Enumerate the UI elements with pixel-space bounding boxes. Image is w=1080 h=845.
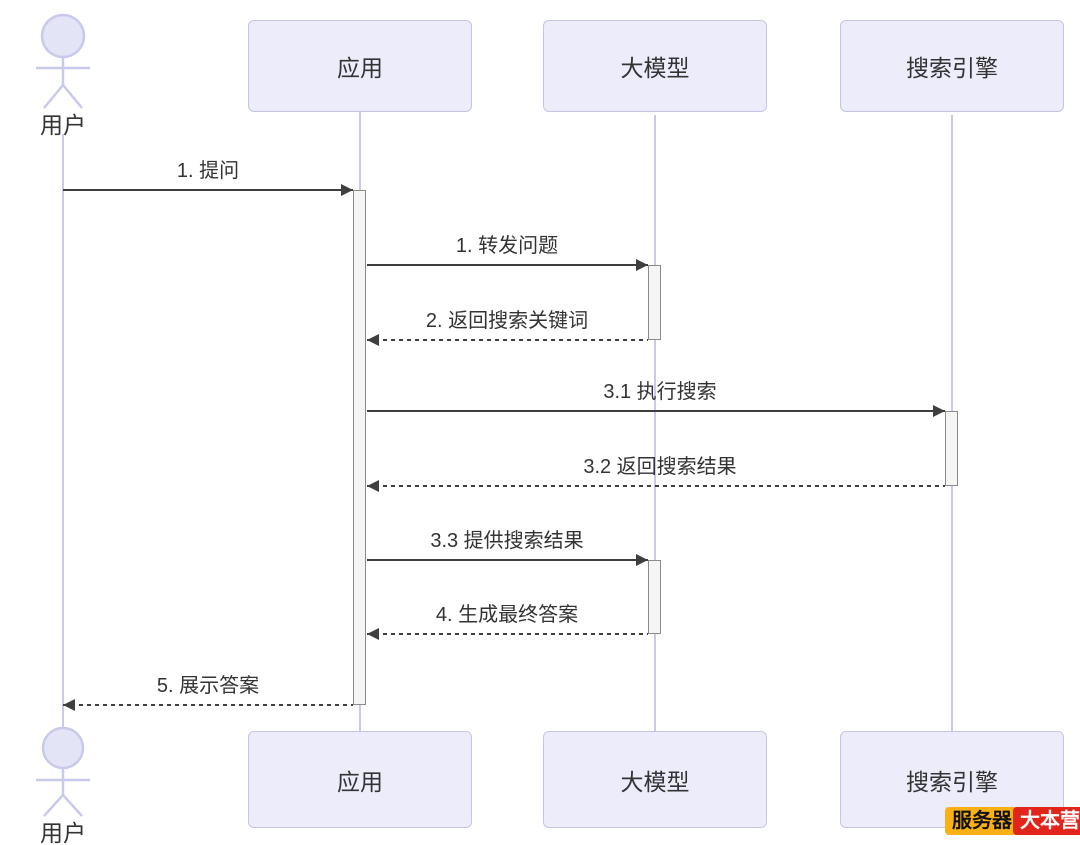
participant-search-label: 搜索引擎 bbox=[906, 55, 998, 81]
arrowhead-icon bbox=[341, 184, 353, 196]
arrowhead-icon bbox=[636, 259, 648, 271]
message-4-label: 3.1 执行搜索 bbox=[603, 381, 717, 403]
arrowhead-icon bbox=[367, 628, 379, 640]
lifeline-user bbox=[62, 134, 64, 728]
participant-search-label: 搜索引擎 bbox=[906, 768, 998, 795]
actor-user-label-bottom: 用户 bbox=[40, 820, 86, 845]
message-1-line bbox=[63, 189, 353, 191]
message-3-line bbox=[367, 339, 648, 341]
participant-app-bottom: 应用 bbox=[248, 731, 472, 828]
activation-search bbox=[945, 411, 958, 486]
message-6-label: 3.3 提供搜索结果 bbox=[430, 530, 584, 552]
message-2-label: 1. 转发问题 bbox=[455, 235, 559, 257]
participant-app-top: 应用 bbox=[248, 20, 472, 112]
arrowhead-icon bbox=[636, 554, 648, 566]
message-1-label: 1. 提问 bbox=[176, 160, 240, 182]
message-5-line bbox=[367, 485, 945, 487]
message-8-label: 5. 展示答案 bbox=[156, 675, 260, 697]
message-8-line bbox=[63, 704, 353, 706]
arrowhead-icon bbox=[63, 699, 75, 711]
message-6-line bbox=[367, 559, 648, 561]
activation-llm-2 bbox=[648, 560, 661, 634]
arrowhead-icon bbox=[933, 405, 945, 417]
participant-search-top: 搜索引擎 bbox=[840, 20, 1064, 112]
participant-llm-label: 大模型 bbox=[620, 55, 690, 81]
message-5-label: 3.2 返回搜索结果 bbox=[583, 456, 737, 478]
message-7-line bbox=[367, 633, 648, 635]
message-7-label: 4. 生成最终答案 bbox=[435, 604, 579, 626]
lifeline-llm bbox=[654, 115, 656, 731]
actor-user-label-top: 用户 bbox=[40, 112, 86, 138]
participant-llm-top: 大模型 bbox=[543, 20, 767, 112]
message-2-line bbox=[367, 264, 648, 266]
message-4-line bbox=[367, 410, 945, 412]
activation-llm-1 bbox=[648, 265, 661, 340]
actor-icon bbox=[36, 726, 90, 817]
arrowhead-icon bbox=[367, 480, 379, 492]
watermark-badge-camp: 大本营 bbox=[1013, 807, 1080, 835]
participant-llm-label: 大模型 bbox=[620, 768, 690, 795]
watermark-badge-server: 服务器 bbox=[945, 807, 1019, 835]
participant-app-label: 应用 bbox=[337, 768, 383, 795]
participant-app-label: 应用 bbox=[337, 55, 383, 81]
participant-llm-bottom: 大模型 bbox=[543, 731, 767, 828]
activation-app bbox=[353, 190, 366, 705]
actor-icon bbox=[36, 13, 90, 109]
message-3-label: 2. 返回搜索关键词 bbox=[425, 310, 589, 332]
arrowhead-icon bbox=[367, 334, 379, 346]
